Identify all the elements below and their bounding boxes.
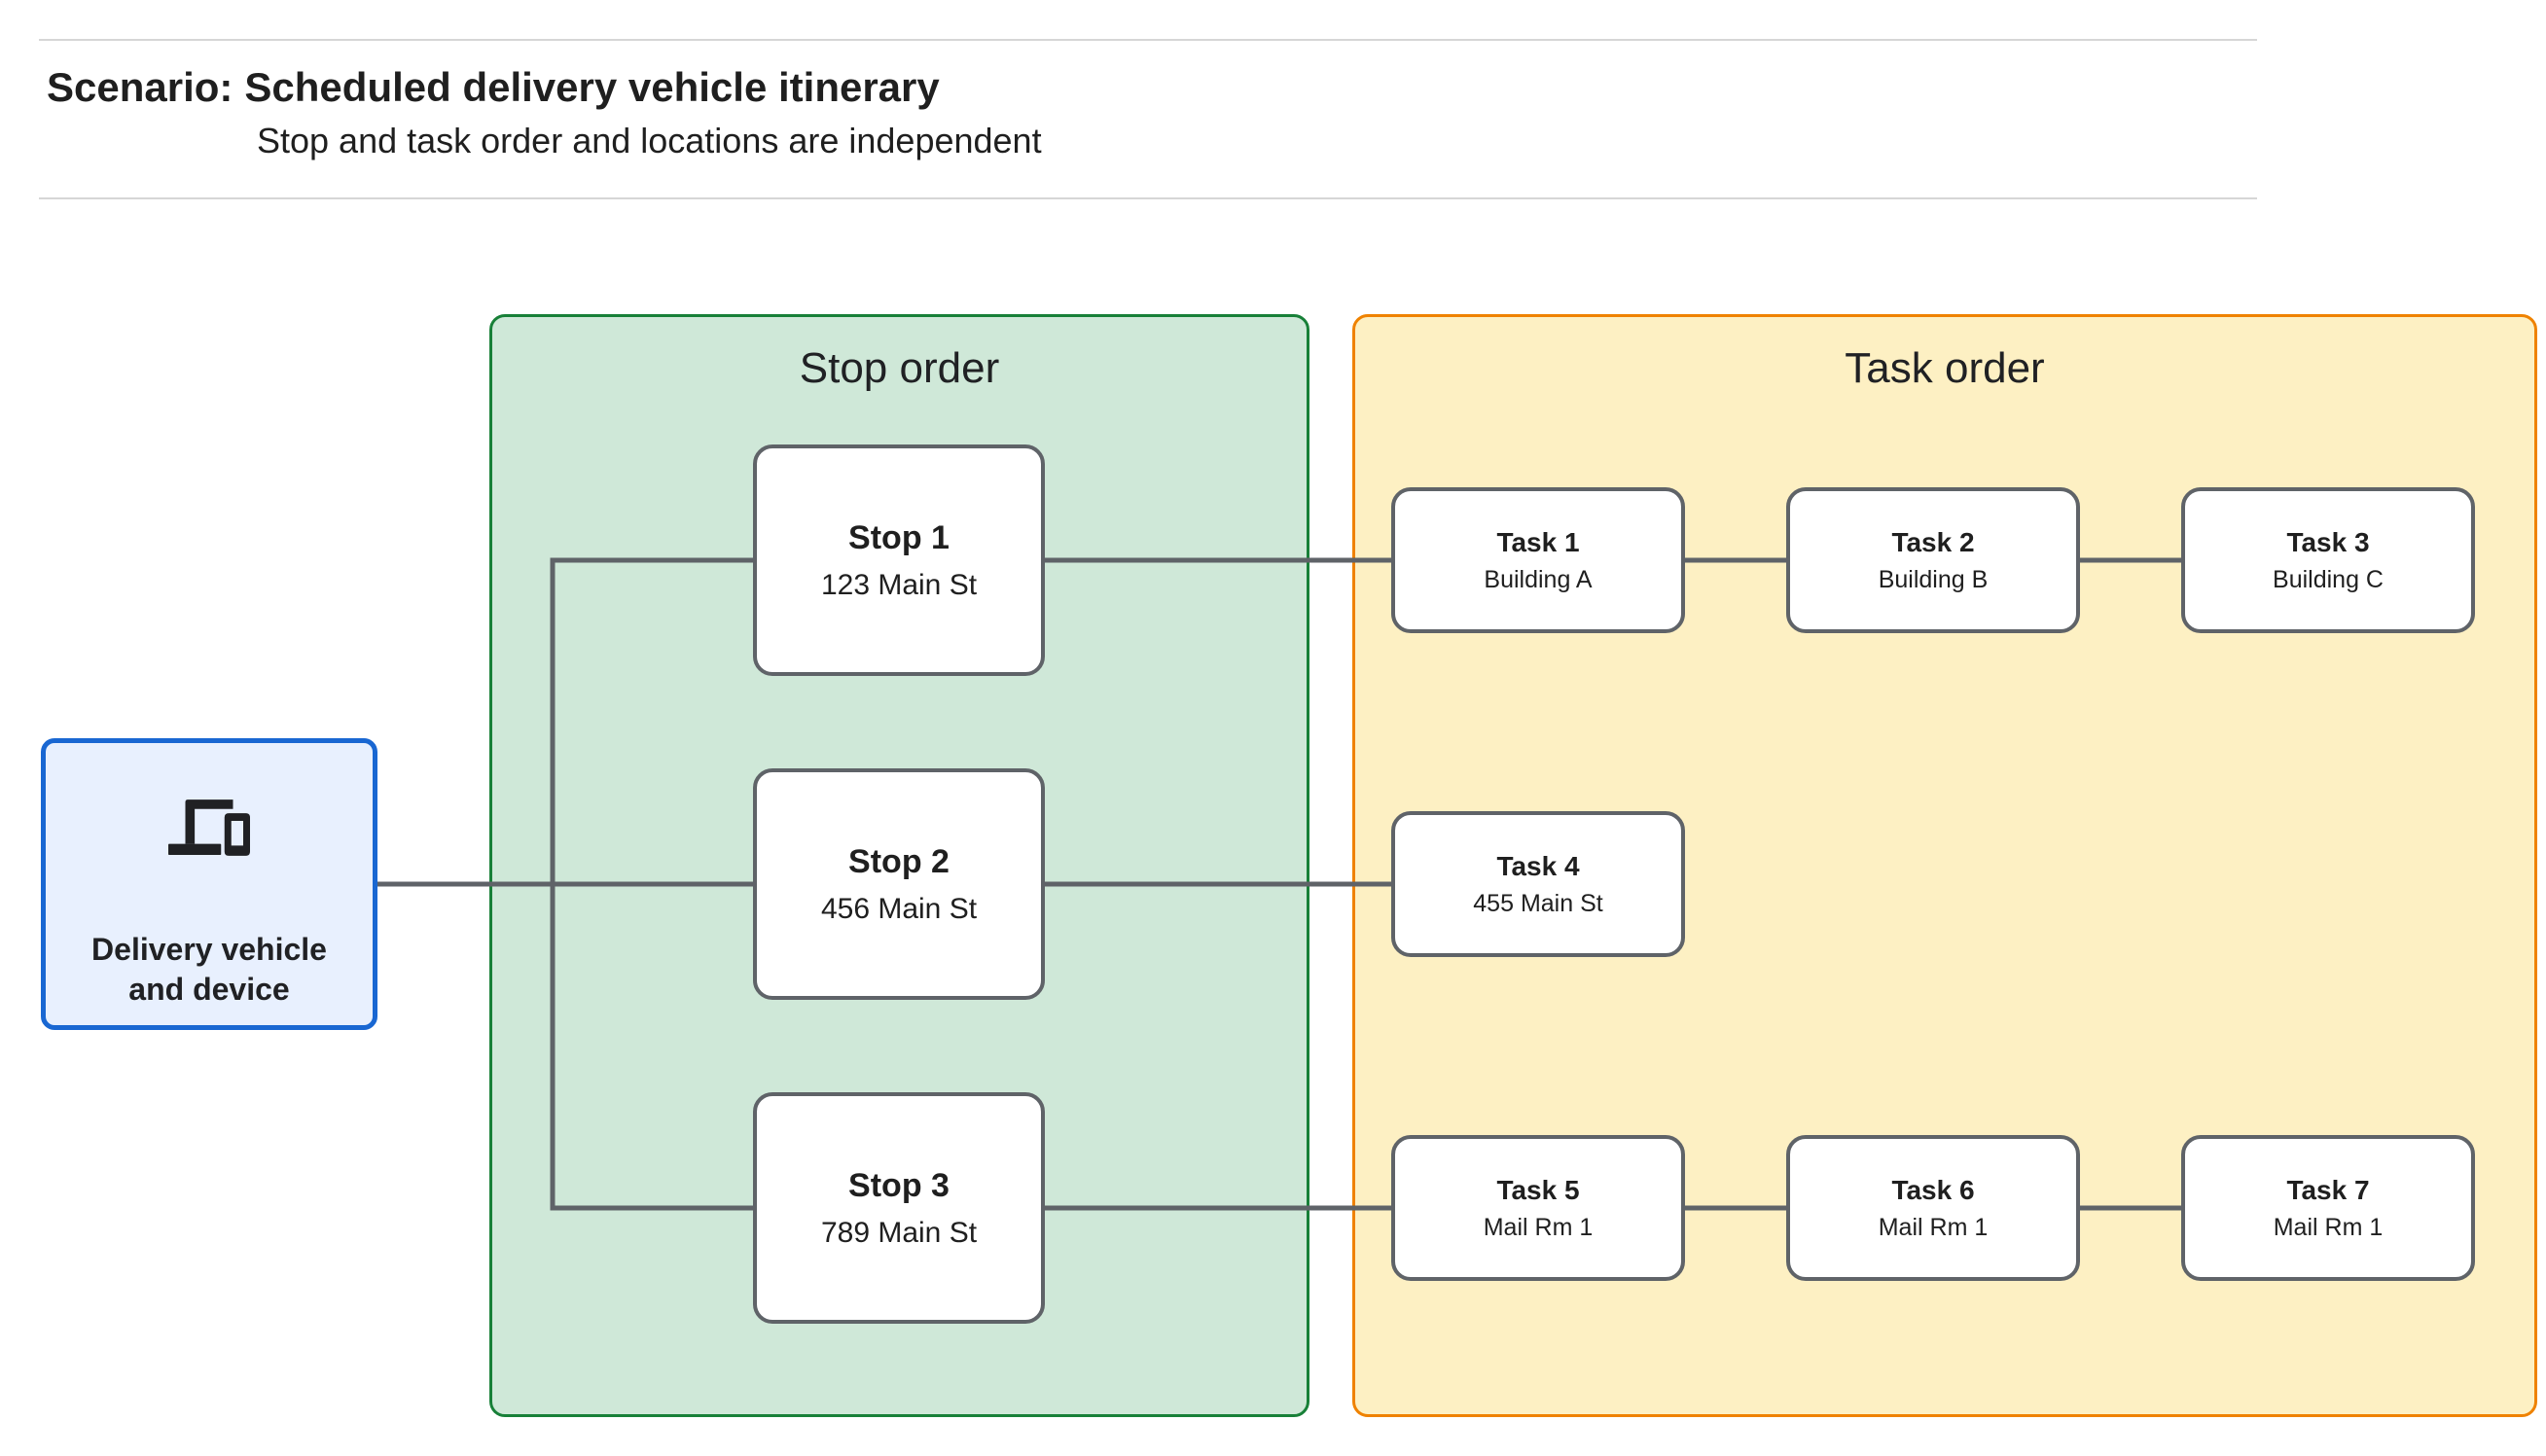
stop-2-location: 456 Main St xyxy=(820,892,978,925)
delivery-vehicle-label-line1: Delivery vehicle xyxy=(91,932,327,967)
stop-3-node: Stop 3 789 Main St xyxy=(753,1092,1045,1324)
page-title: Scenario:Scheduled delivery vehicle itin… xyxy=(47,64,940,111)
stop-3-title: Stop 3 xyxy=(848,1166,950,1204)
task-5-location: Mail Rm 1 xyxy=(1483,1213,1594,1241)
task-3-location: Building C xyxy=(2273,565,2384,593)
task-5-node: Task 5 Mail Rm 1 xyxy=(1391,1135,1685,1281)
stop-2-title: Stop 2 xyxy=(848,842,950,880)
delivery-vehicle-label-line2: and device xyxy=(128,971,290,1007)
stop-order-panel-title: Stop order xyxy=(799,344,1000,392)
scenario-label: Scenario: xyxy=(47,64,233,110)
task-6-title: Task 6 xyxy=(1891,1174,1975,1205)
task-4-node: Task 4 455 Main St xyxy=(1391,811,1685,957)
task-2-title: Task 2 xyxy=(1891,526,1975,557)
task-1-title: Task 1 xyxy=(1496,526,1580,557)
task-7-title: Task 7 xyxy=(2286,1174,2370,1205)
task-5-title: Task 5 xyxy=(1496,1174,1580,1205)
task-3-title: Task 3 xyxy=(2286,526,2370,557)
task-1-node: Task 1 Building A xyxy=(1391,487,1685,633)
stop-1-location: 123 Main St xyxy=(820,568,978,601)
delivery-vehicle-label: Delivery vehicle and device xyxy=(46,930,373,1010)
task-6-location: Mail Rm 1 xyxy=(1878,1213,1989,1241)
task-4-location: 455 Main St xyxy=(1473,889,1603,917)
task-1-location: Building A xyxy=(1484,565,1593,593)
task-7-node: Task 7 Mail Rm 1 xyxy=(2181,1135,2475,1281)
stop-1-node: Stop 1 123 Main St xyxy=(753,444,1045,676)
task-order-panel-title: Task order xyxy=(1845,344,2045,392)
task-3-node: Task 3 Building C xyxy=(2181,487,2475,633)
task-6-node: Task 6 Mail Rm 1 xyxy=(1786,1135,2080,1281)
stop-2-node: Stop 2 456 Main St xyxy=(753,768,1045,1000)
divider-bottom xyxy=(39,197,2257,199)
task-2-location: Building B xyxy=(1878,565,1989,593)
task-7-location: Mail Rm 1 xyxy=(2273,1213,2384,1241)
delivery-vehicle-node: Delivery vehicle and device xyxy=(41,738,377,1030)
stop-3-location: 789 Main St xyxy=(820,1216,978,1249)
page-subtitle: Stop and task order and locations are in… xyxy=(257,121,1042,160)
divider-top xyxy=(39,39,2257,41)
devices-icon xyxy=(168,799,250,856)
task-2-node: Task 2 Building B xyxy=(1786,487,2080,633)
task-4-title: Task 4 xyxy=(1496,850,1580,881)
scenario-title: Scheduled delivery vehicle itinerary xyxy=(244,64,940,110)
stop-1-title: Stop 1 xyxy=(848,518,950,556)
